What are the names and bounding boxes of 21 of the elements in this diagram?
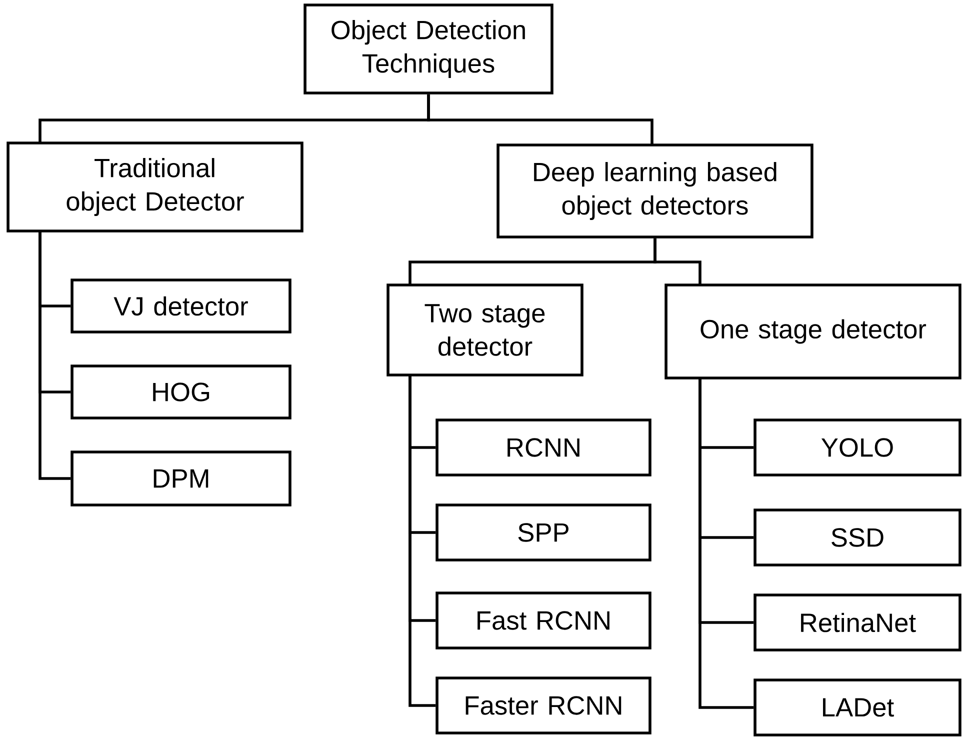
category-box: Faster RCNN: [436, 676, 652, 734]
category-box: RetinaNet: [754, 594, 962, 652]
category-box: HOG: [70, 364, 292, 420]
category-box: Two stage detector: [386, 284, 584, 376]
connector-line: [654, 238, 702, 285]
connector-line: [38, 231, 71, 480]
category-box: RCNN: [436, 418, 652, 476]
connector-line: [427, 94, 654, 145]
category-box: Traditional object Detector: [6, 142, 304, 232]
connector-line: [698, 378, 754, 709]
category-box: LADet: [754, 678, 962, 736]
category-box: DPM: [70, 450, 292, 506]
category-box: VJ detector: [70, 278, 292, 334]
category-box: Fast RCNN: [436, 592, 652, 650]
category-box: SSD: [754, 508, 962, 566]
category-box: SPP: [436, 504, 652, 562]
connector-line: [408, 375, 436, 707]
category-box: Object Detection Techniques: [304, 4, 554, 94]
category-box: Deep learning based object detectors: [496, 144, 814, 238]
category-box: YOLO: [754, 418, 962, 476]
category-box: One stage detector: [664, 284, 962, 380]
